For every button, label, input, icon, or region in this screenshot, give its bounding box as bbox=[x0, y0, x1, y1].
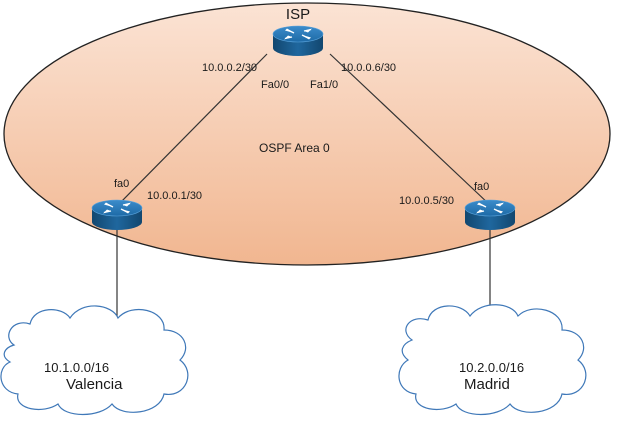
madrid-iface-label: fa0 bbox=[474, 181, 489, 193]
isp-valencia-ip-label: 10.0.0.2/30 bbox=[202, 62, 257, 74]
isp-madrid-iface-label: Fa1/0 bbox=[310, 79, 338, 91]
router-isp[interactable] bbox=[272, 25, 324, 57]
router-icon bbox=[91, 199, 143, 231]
isp-valencia-iface-label: Fa0/0 bbox=[261, 79, 289, 91]
valencia-subnet-label: 10.1.0.0/16 bbox=[44, 360, 109, 375]
valencia-ip-label: 10.0.0.1/30 bbox=[147, 190, 202, 202]
router-isp-label: ISP bbox=[286, 6, 310, 23]
cloud-icon bbox=[398, 304, 587, 415]
router-icon bbox=[272, 25, 324, 57]
router-valencia[interactable] bbox=[91, 199, 143, 231]
valencia-iface-label: fa0 bbox=[114, 178, 129, 190]
router-icon bbox=[464, 199, 516, 231]
link-isp-valencia bbox=[117, 53, 268, 206]
madrid-name-label: Madrid bbox=[464, 376, 510, 393]
madrid-ip-label: 10.0.0.5/30 bbox=[399, 195, 454, 207]
ospf-area-boundary bbox=[3, 2, 611, 266]
valencia-name-label: Valencia bbox=[66, 376, 123, 393]
area-label: OSPF Area 0 bbox=[259, 141, 330, 155]
link-isp-madrid bbox=[329, 53, 491, 206]
cloud-icon bbox=[0, 305, 189, 415]
router-madrid[interactable] bbox=[464, 199, 516, 231]
isp-madrid-ip-label: 10.0.0.6/30 bbox=[341, 62, 396, 74]
madrid-subnet-label: 10.2.0.0/16 bbox=[459, 360, 524, 375]
